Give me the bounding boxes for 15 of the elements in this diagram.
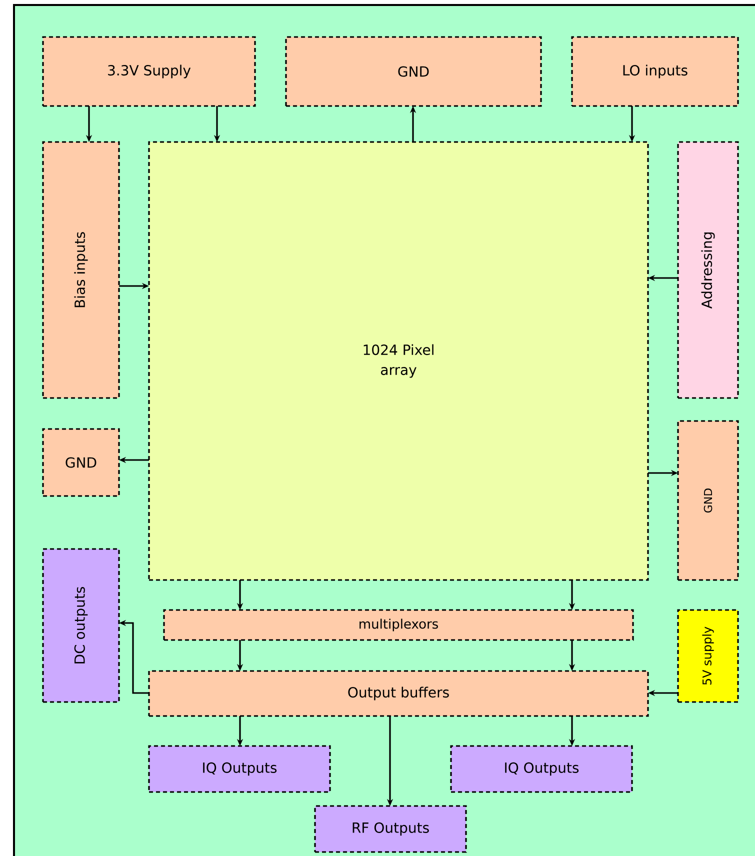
box: 5V supply <box>677 609 739 703</box>
box: IQ Outputs <box>148 745 331 793</box>
box: Output buffers <box>148 670 649 717</box>
box: Bias inputs <box>42 141 120 399</box>
box: RF Outputs <box>314 805 467 853</box>
box: GND <box>42 428 120 497</box>
box: Addressing <box>677 141 739 399</box>
box: IQ Outputs <box>450 745 633 793</box>
box: 1024 Pixel array <box>148 141 649 581</box>
box: multiplexors <box>163 609 634 641</box>
box: DC outputs <box>42 548 120 703</box>
box: GND <box>677 420 739 581</box>
box: 3.3V Supply <box>42 36 256 107</box>
box: GND <box>285 36 542 107</box>
box: LO inputs <box>571 36 739 107</box>
